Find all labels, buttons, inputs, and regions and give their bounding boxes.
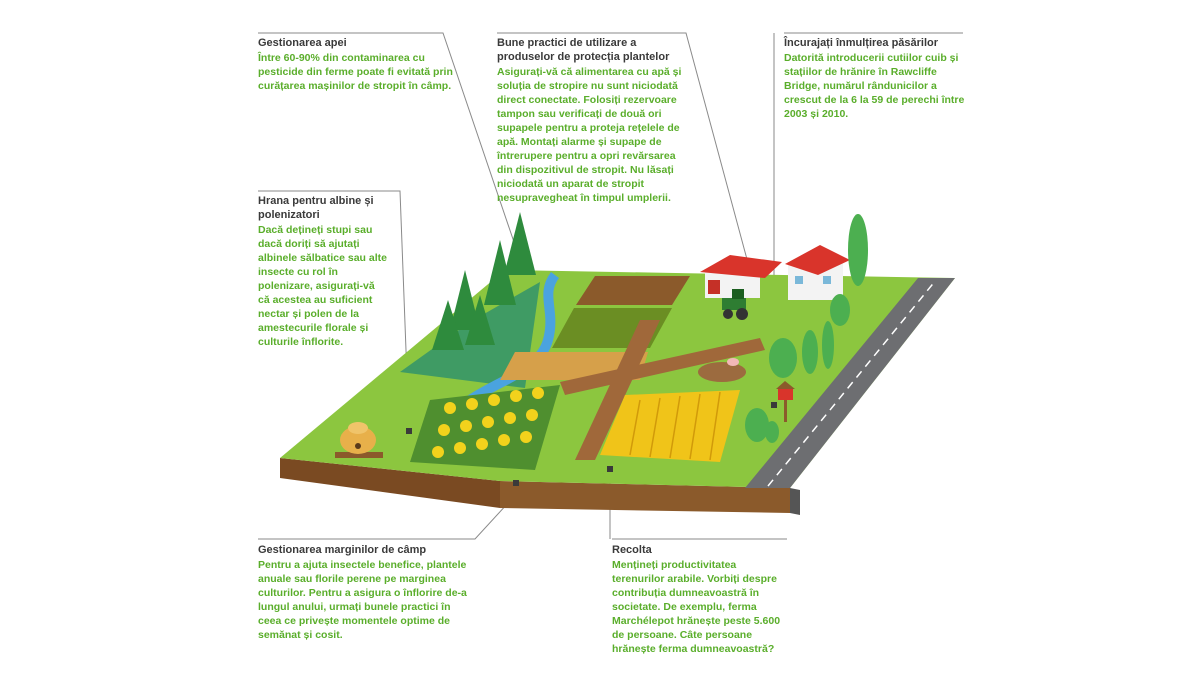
wheat-stalk [629,399,641,456]
callout-title: Gestionarea marginilor de câmp [258,544,427,556]
callout-good-practices: Bune practici de utilizare a produselor … [497,36,682,205]
tractor [722,289,748,320]
sunflower [432,446,444,458]
pine-tree [450,270,480,330]
callout-field-margins: Gestionarea marginilor de câmp Pentru a … [258,543,476,642]
wheat-stalk [649,397,661,458]
leader-markers [406,402,777,486]
callout-harvest: Recolta Mențineți productivitatea terenu… [612,543,782,656]
callout-title: Gestionarea apei [258,37,347,49]
marker [406,428,412,434]
sunflower [520,431,532,443]
deciduous-tree [765,421,779,443]
leader-lines [258,32,963,540]
sunflower [526,409,538,421]
leader-line-water [258,32,517,249]
deciduous-tree [802,330,818,374]
beehive-top [348,422,368,434]
path-horizontal [560,338,765,395]
callout-text: Pentru a ajuta insectele benefice, plant… [258,559,467,641]
callout-bee-food: Hrana pentru albine și polenizatori Dacă… [258,194,388,349]
leader-line-practices [497,32,763,316]
road-marking [767,279,937,487]
callout-encourage-birds: Încurajați înmulțirea păsărilor Datorită… [784,36,969,121]
river [467,272,560,405]
soil-side-front [500,481,790,513]
sunflower [476,438,488,450]
deciduous-tree [830,294,850,326]
road [745,278,955,488]
beehive-entrance [355,443,361,449]
callout-water-management: Gestionarea apei Între 60-90% din contam… [258,36,458,93]
callout-title: Bune practici de utilizare a produselor … [497,37,670,63]
callout-text: Dacă dețineți stupi sau dacă doriți să a… [258,224,387,348]
wheat-field [600,390,740,462]
wheat-stalk [709,391,721,461]
farmhouse-window [795,276,803,284]
birdhouse-pole [784,398,787,422]
forest [400,212,560,405]
marker [513,480,519,486]
sunflower [532,387,544,399]
leader-line-bees [258,190,410,431]
marker [607,466,613,472]
beehive-stand [335,452,383,458]
callout-text: Mențineți productivitatea terenurilor ar… [612,559,781,655]
farmhouse-window [823,276,831,284]
barn-door [708,280,720,294]
farm-buildings [700,245,850,300]
pine-tree [484,240,516,305]
sunflower [510,390,522,402]
beehive [335,422,383,458]
deciduous-tree [848,214,868,286]
road-shoulder [790,488,800,515]
wheat-stalk [669,395,681,459]
barn-roof [700,255,782,278]
pig [727,358,739,366]
sunflower-field [410,385,560,470]
sunflower [482,416,494,428]
soil-side-left [280,458,500,508]
callout-text: Datorită introducerii cutiilor cuib și s… [784,52,965,120]
farm-paths [560,320,765,460]
pine-tree [504,212,536,275]
sunflower [498,434,510,446]
callout-text: Asigurați-vă că alimentarea cu apă și so… [497,66,682,204]
sunflower [488,394,500,406]
pine-tree [432,300,464,350]
path-vertical [575,320,660,460]
farmhouse-roof [785,245,850,275]
pine-tree [465,295,495,345]
callout-text: Între 60-90% din contaminarea cu pestici… [258,52,453,92]
birdhouse-roof [776,381,795,389]
sunflower [460,420,472,432]
tractor-body [722,298,746,310]
wheat-field-base [600,390,740,462]
callout-title: Încurajați înmulțirea păsărilor [784,37,939,49]
tractor-wheel [736,308,748,320]
mud-pond [698,362,746,382]
sunflower [444,402,456,414]
sunflower [438,424,450,436]
deciduous-tree [822,321,834,369]
birdhouse-box [778,388,793,400]
tractor-wheel [723,309,733,319]
callout-title: Recolta [612,544,652,556]
tractor-cabin [732,289,744,299]
birdhouse [776,381,795,422]
callout-title: Hrana pentru albine și polenizatori [258,195,374,221]
plot-brown [576,276,690,305]
deciduous-tree [745,408,769,442]
sunflower [504,412,516,424]
sunflower [466,398,478,410]
sunflower [454,442,466,454]
deciduous-tree [769,338,797,378]
beehive-body [340,426,376,454]
marker [771,402,777,408]
wheat-stalk [689,393,701,460]
deciduous-trees [745,214,868,443]
